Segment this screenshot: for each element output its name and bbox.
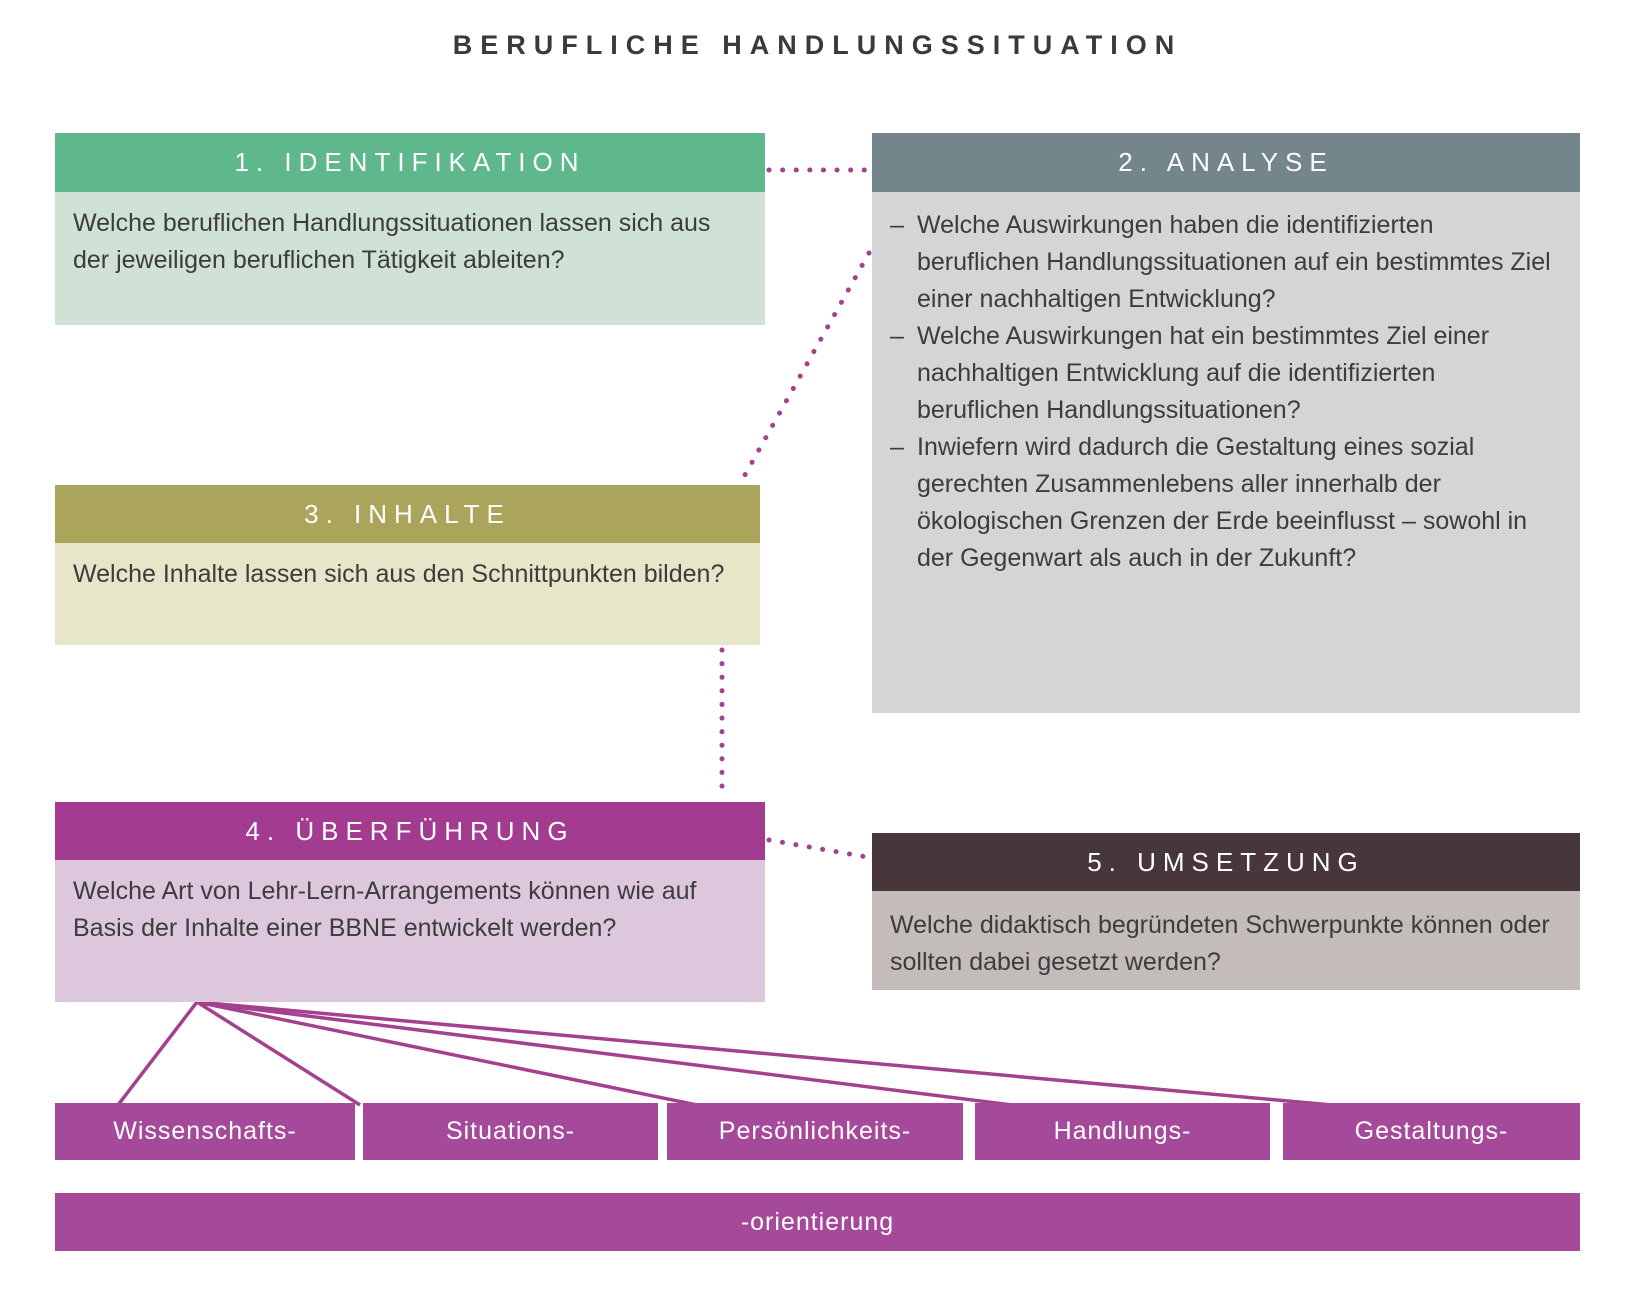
box-ueberfuehrung: 4. ÜBERFÜHRUNG Welche Art von Lehr-Lern-… [55, 802, 765, 1002]
orientation-bar-situations: Situations- [363, 1103, 658, 1160]
box-identifikation-body: Welche beruflichen Handlungssituationen … [55, 192, 765, 325]
box-ueberfuehrung-body: Welche Art von Lehr-Lern-Arrangements kö… [55, 860, 765, 1002]
diagram-title: BERUFLICHE HANDLUNGSSITUATION [452, 30, 1183, 60]
fan-lines-ueberfuehrung-orientation [116, 1000, 1333, 1107]
box-umsetzung-header: 5. UMSETZUNG [872, 833, 1580, 891]
box-umsetzung: 5. UMSETZUNG Welche didaktisch begründet… [872, 833, 1580, 990]
orientation-bar-handlungs: Handlungs- [975, 1103, 1270, 1160]
analyse-question-text: Welche Auswirkungen haben die identifizi… [917, 211, 1551, 313]
box-ueberfuehrung-header: 4. ÜBERFÜHRUNG [55, 802, 765, 860]
orientation-bar-persoenlichkeits: Persönlichkeits- [667, 1103, 963, 1160]
box-inhalte-body: Welche Inhalte lassen sich aus den Schni… [55, 543, 760, 645]
box-identifikation: 1. IDENTIFIKATION Welche beruflichen Han… [55, 133, 765, 325]
analyse-question-text: Inwiefern wird dadurch die Gestaltung ei… [917, 433, 1528, 572]
orientation-bar-wissenschafts: Wissenschafts- [55, 1103, 355, 1160]
fan-line-persoenlichkeits [196, 1000, 698, 1107]
analyse-question-item: – Welche Auswirkungen hat ein bestimmtes… [890, 318, 1560, 429]
fan-line-wissenschafts [116, 1000, 199, 1107]
dotted-connector-ueberfuehrung-umsetzung [766, 837, 870, 860]
box-umsetzung-body: Welche didaktisch begründeten Schwerpunk… [872, 891, 1580, 990]
fan-line-gestaltungs [196, 1000, 1333, 1107]
fan-line-situations [196, 1000, 361, 1107]
orientation-bar-gestaltungs: Gestaltungs- [1283, 1103, 1580, 1160]
fan-line-handlungs [196, 1000, 1013, 1107]
box-inhalte-header: 3. INHALTE [55, 485, 760, 543]
dash-bullet: – [890, 433, 904, 461]
dash-bullet: – [890, 322, 904, 350]
box-identifikation-header: 1. IDENTIFIKATION [55, 133, 765, 192]
dash-bullet: – [890, 211, 904, 239]
box-analyse-header: 2. ANALYSE [872, 133, 1580, 192]
analyse-question-item: – Inwiefern wird dadurch die Gestaltung … [890, 429, 1560, 577]
orientation-suffix-bar: -orientierung [55, 1193, 1580, 1251]
box-analyse-body: – Welche Auswirkungen haben die identifi… [872, 192, 1580, 713]
box-analyse: 2. ANALYSE – Welche Auswirkungen haben d… [872, 133, 1580, 713]
box-inhalte: 3. INHALTE Welche Inhalte lassen sich au… [55, 485, 760, 645]
analyse-question-text: Welche Auswirkungen hat ein bestimmtes Z… [917, 322, 1490, 424]
analyse-question-item: – Welche Auswirkungen haben die identifi… [890, 207, 1560, 318]
